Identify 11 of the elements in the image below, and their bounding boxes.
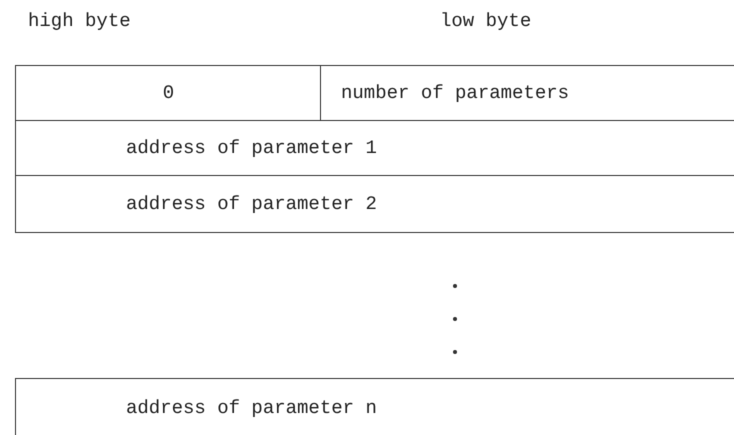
cell-text: address of parameter 2 bbox=[126, 193, 377, 215]
cell-text: 0 bbox=[162, 82, 174, 104]
cell-text: address of parameter n bbox=[126, 397, 377, 419]
table-row bbox=[320, 65, 734, 121]
cell-text: address of parameter 1 bbox=[126, 137, 377, 159]
column-heading: high byte bbox=[28, 10, 131, 32]
cell-text: number of parameters bbox=[341, 82, 570, 104]
column-heading: low byte bbox=[440, 10, 532, 32]
table-row bbox=[15, 175, 734, 233]
table-row bbox=[15, 378, 734, 435]
table-row bbox=[15, 65, 321, 121]
